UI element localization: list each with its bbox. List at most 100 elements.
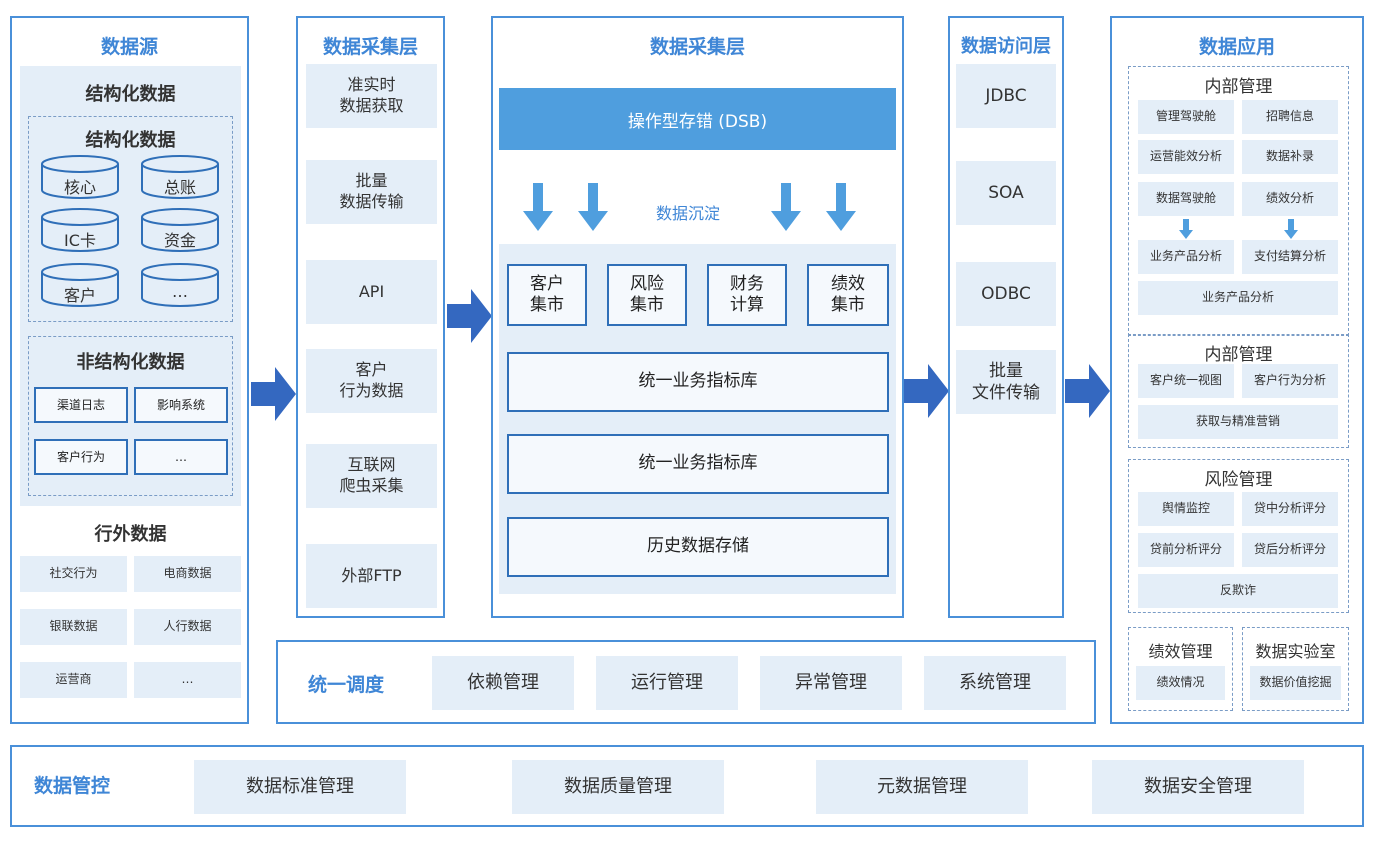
panel-title: 数据应用	[1198, 36, 1275, 58]
storage-panel: 数据采集层 操作型存错 (DSB) 数据沉淀 客户 集市 风险 集市 财务 计算…	[491, 16, 904, 618]
app-item: 绩效分析	[1242, 182, 1338, 216]
database-icon: …	[140, 262, 220, 308]
app-item: 业务产品分析	[1138, 281, 1338, 315]
collection-item: 客户 行为数据	[306, 349, 437, 413]
unstructured-item: …	[134, 439, 228, 475]
db-label: 核心	[63, 178, 96, 197]
metric-library: 统一业务指标库	[507, 352, 889, 412]
group-title: 数据实验室	[1255, 642, 1336, 661]
governance-item: 数据安全管理	[1092, 760, 1304, 814]
access-item: 批量 文件传输	[956, 350, 1056, 414]
down-arrow-icon	[1284, 219, 1298, 239]
internal-mgmt-group	[1128, 66, 1349, 336]
database-icon: 客户	[40, 262, 120, 308]
collection-item: API	[306, 260, 437, 324]
governance-item: 元数据管理	[816, 760, 1028, 814]
schedule-panel: 统一调度 依赖管理 运行管理 异常管理 系统管理	[276, 640, 1096, 724]
application-panel: 数据应用 内部管理 管理驾驶舱 招聘信息 运营能效分析 数据补录 数据驾驶舱 绩…	[1110, 16, 1364, 724]
right-arrow-icon	[447, 289, 492, 343]
group-title: 风险管理	[1204, 470, 1273, 490]
risk-mgmt-group	[1128, 459, 1349, 613]
collection-item: 批量 数据传输	[306, 160, 437, 224]
access-item: SOA	[956, 161, 1056, 225]
app-item: 贷后分析评分	[1242, 533, 1338, 567]
app-item: 客户统一视图	[1138, 364, 1234, 398]
right-arrow-icon	[1065, 364, 1110, 418]
schedule-item: 运行管理	[596, 656, 738, 710]
external-item: 电商数据	[134, 556, 241, 592]
data-source-panel: 数据源 结构化数据 结构化数据 核心 总账 IC卡 资金 客户 … 非结构化数据…	[10, 16, 249, 724]
structured-inner-title: 结构化数据	[85, 130, 176, 151]
app-item: 业务产品分析	[1138, 240, 1234, 274]
app-item: 招聘信息	[1242, 100, 1338, 134]
access-item: ODBC	[956, 262, 1056, 326]
db-label: 资金	[163, 231, 196, 250]
governance-item: 数据质量管理	[512, 760, 724, 814]
database-icon: 核心	[40, 154, 120, 200]
data-lab-group	[1242, 627, 1349, 711]
collection-item: 准实时 数据获取	[306, 64, 437, 128]
external-item: 人行数据	[134, 609, 241, 645]
governance-title: 数据管控	[34, 775, 111, 797]
database-icon: 资金	[140, 207, 220, 253]
unstructured-title: 非结构化数据	[76, 352, 185, 373]
performance-group	[1128, 627, 1233, 711]
access-item: JDBC	[956, 64, 1056, 128]
settle-label: 数据沉淀	[655, 204, 720, 223]
mart-item: 风险 集市	[607, 264, 687, 326]
db-label: 总账	[163, 178, 196, 197]
collection-item: 互联网 爬虫采集	[306, 444, 437, 508]
mart-item: 客户 集市	[507, 264, 587, 326]
schedule-item: 系统管理	[924, 656, 1066, 710]
group-title: 绩效管理	[1148, 642, 1213, 661]
internal-mgmt-group-2	[1128, 334, 1349, 448]
app-item: 运营能效分析	[1138, 140, 1234, 174]
app-item: 舆情监控	[1138, 492, 1234, 526]
panel-title: 数据采集层	[322, 36, 418, 58]
governance-panel: 数据管控 数据标准管理 数据质量管理 元数据管理 数据安全管理	[10, 745, 1364, 827]
db-label: 客户	[63, 286, 96, 305]
down-arrow-icon	[578, 183, 608, 231]
app-item: 贷中分析评分	[1242, 492, 1338, 526]
app-item: 数据补录	[1242, 140, 1338, 174]
metric-library: 统一业务指标库	[507, 434, 889, 494]
app-item: 管理驾驶舱	[1138, 100, 1234, 134]
app-item: 获取与精准营销	[1138, 405, 1338, 439]
mart-item: 绩效 集市	[807, 264, 889, 326]
external-title: 行外数据	[94, 524, 167, 545]
db-label: …	[172, 282, 188, 301]
app-item: 反欺诈	[1138, 574, 1338, 608]
history-storage: 历史数据存储	[507, 517, 889, 577]
structured-db-group	[28, 116, 233, 322]
unstructured-item: 影响系统	[134, 387, 228, 423]
access-panel: 数据访问层 JDBC SOA ODBC 批量 文件传输	[948, 16, 1064, 618]
down-arrow-icon	[523, 183, 553, 231]
structured-title: 结构化数据	[85, 84, 176, 105]
right-arrow-icon	[904, 364, 949, 418]
panel-title: 数据访问层	[961, 36, 1051, 57]
external-item: 银联数据	[20, 609, 127, 645]
panel-title: 数据源	[100, 36, 158, 58]
unstructured-item: 客户行为	[34, 439, 128, 475]
app-item: 贷前分析评分	[1138, 533, 1234, 567]
app-item: 绩效情况	[1136, 666, 1225, 700]
unstructured-item: 渠道日志	[34, 387, 128, 423]
dsb-box: 操作型存错 (DSB)	[499, 88, 896, 150]
app-item: 客户行为分析	[1242, 364, 1338, 398]
database-icon: 总账	[140, 154, 220, 200]
panel-title: 数据采集层	[649, 36, 745, 58]
schedule-title: 统一调度	[308, 674, 385, 696]
group-title: 内部管理	[1204, 77, 1273, 97]
governance-item: 数据标准管理	[194, 760, 406, 814]
down-arrow-icon	[826, 183, 856, 231]
db-label: IC卡	[64, 231, 96, 250]
app-item: 数据驾驶舱	[1138, 182, 1234, 216]
collection-panel: 数据采集层 准实时 数据获取 批量 数据传输 API 客户 行为数据 互联网 爬…	[296, 16, 445, 618]
group-title: 内部管理	[1204, 345, 1273, 365]
app-item: 数据价值挖掘	[1250, 666, 1341, 700]
schedule-item: 异常管理	[760, 656, 902, 710]
mart-item: 财务 计算	[707, 264, 787, 326]
collection-item: 外部FTP	[306, 544, 437, 608]
app-item: 支付结算分析	[1242, 240, 1338, 274]
down-arrow-icon	[771, 183, 801, 231]
